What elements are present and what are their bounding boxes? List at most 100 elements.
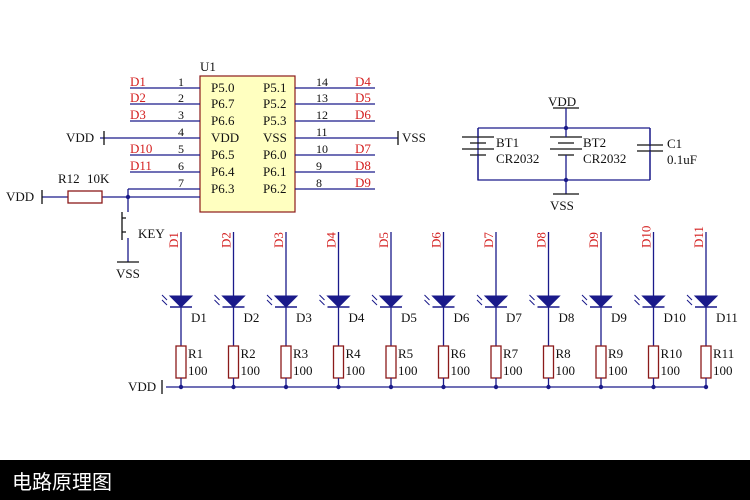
led-ref: D11 <box>716 310 738 325</box>
resistor-ref: R10 <box>661 346 683 361</box>
led-symbol <box>693 295 719 308</box>
pin-name: P6.7 <box>211 96 235 111</box>
caption-title: 电路原理图 <box>12 470 112 494</box>
led-net-label: D4 <box>324 232 339 248</box>
net-label: D1 <box>130 74 146 89</box>
resistor-ref: R11 <box>713 346 734 361</box>
resistor-value: 100 <box>241 363 261 378</box>
resistor-symbol <box>595 345 607 379</box>
led-net-label: D6 <box>429 232 444 248</box>
pin-number: 6 <box>178 159 184 173</box>
resistor-symbol <box>542 345 555 379</box>
led-ref: D9 <box>611 310 627 325</box>
led-symbol <box>588 295 614 308</box>
r12-resistor <box>67 190 103 204</box>
pullup-circuit: VDD R12 10K KEY VSS <box>6 171 200 281</box>
pin-name: P5.0 <box>211 80 234 95</box>
bt2-ref: BT2 <box>583 135 606 150</box>
resistor-symbol <box>490 345 502 379</box>
led-bank: VDD D1D1R1100D2D2R2100D3D3R3100D4D4R4100… <box>128 226 738 394</box>
pin-number: 14 <box>316 75 328 89</box>
net-label: VSS <box>402 130 426 145</box>
resistor-ref: R7 <box>503 346 519 361</box>
pin-name: P6.0 <box>263 147 286 162</box>
net-label: D3 <box>130 107 146 122</box>
led-symbol <box>273 295 299 308</box>
led-net-label: D7 <box>481 232 496 248</box>
resistor-ref: R4 <box>346 346 362 361</box>
net-label: D9 <box>355 175 371 190</box>
led-ref: D5 <box>401 310 417 325</box>
resistor-symbol <box>437 345 450 379</box>
led-symbol <box>536 295 561 308</box>
pin-name: P6.4 <box>211 164 235 179</box>
net-label: D2 <box>130 90 146 105</box>
c1-ref: C1 <box>667 136 682 151</box>
resistor-ref: R2 <box>241 346 256 361</box>
led-net-label: D10 <box>639 226 654 248</box>
key-label: KEY <box>138 226 165 241</box>
net-label: D8 <box>355 158 371 173</box>
led-symbol <box>221 295 246 308</box>
battery-block: VDD VSS BT1 CR2032 BT2 CR2032 C1 0.1uF <box>462 94 697 213</box>
resistor-value: 100 <box>503 363 523 378</box>
resistor-symbol <box>700 345 712 379</box>
r12-value: 10K <box>87 171 110 186</box>
pin-number: 4 <box>178 125 184 139</box>
c1-value: 0.1uF <box>667 152 697 167</box>
resistor-symbol <box>175 345 187 379</box>
net-label: D11 <box>130 158 152 173</box>
resistor-value: 100 <box>293 363 313 378</box>
net-label: D5 <box>355 90 371 105</box>
ic-pin-6: 6 P6.4 D11 <box>130 158 235 179</box>
resistor-ref: R6 <box>451 346 467 361</box>
resistor-ref: R9 <box>608 346 623 361</box>
ic-body <box>199 75 296 213</box>
pin-number: 2 <box>178 91 184 105</box>
pin-number: 9 <box>316 159 322 173</box>
resistor-value: 100 <box>661 363 681 378</box>
resistor-value: 100 <box>608 363 628 378</box>
pin-name: P5.1 <box>263 80 286 95</box>
pin-name: VDD <box>211 130 239 145</box>
led-ref: D2 <box>244 310 260 325</box>
net-label: D10 <box>130 141 152 156</box>
pin-name: P5.2 <box>263 96 286 111</box>
net-label: D6 <box>355 107 371 122</box>
pin-name: P6.3 <box>211 181 234 196</box>
resistor-value: 100 <box>556 363 576 378</box>
pullup-vdd-label: VDD <box>6 189 34 204</box>
led-bank-vdd-label: VDD <box>128 379 156 394</box>
pin-number: 1 <box>178 75 184 89</box>
bt1-ref: BT1 <box>496 135 519 150</box>
resistor-value: 100 <box>451 363 471 378</box>
led-ref: D10 <box>664 310 686 325</box>
resistor-symbol <box>332 345 345 379</box>
led-net-label: D8 <box>534 232 549 248</box>
led-symbol <box>168 295 194 308</box>
ic-pin-1: 1 P5.0 D1 <box>130 74 234 95</box>
led-ref: D6 <box>454 310 470 325</box>
led-net-label: D11 <box>691 226 706 248</box>
resistor-symbol <box>227 345 240 379</box>
bt1-value: CR2032 <box>496 151 539 166</box>
resistor-value: 100 <box>713 363 733 378</box>
net-label: D7 <box>355 141 371 156</box>
